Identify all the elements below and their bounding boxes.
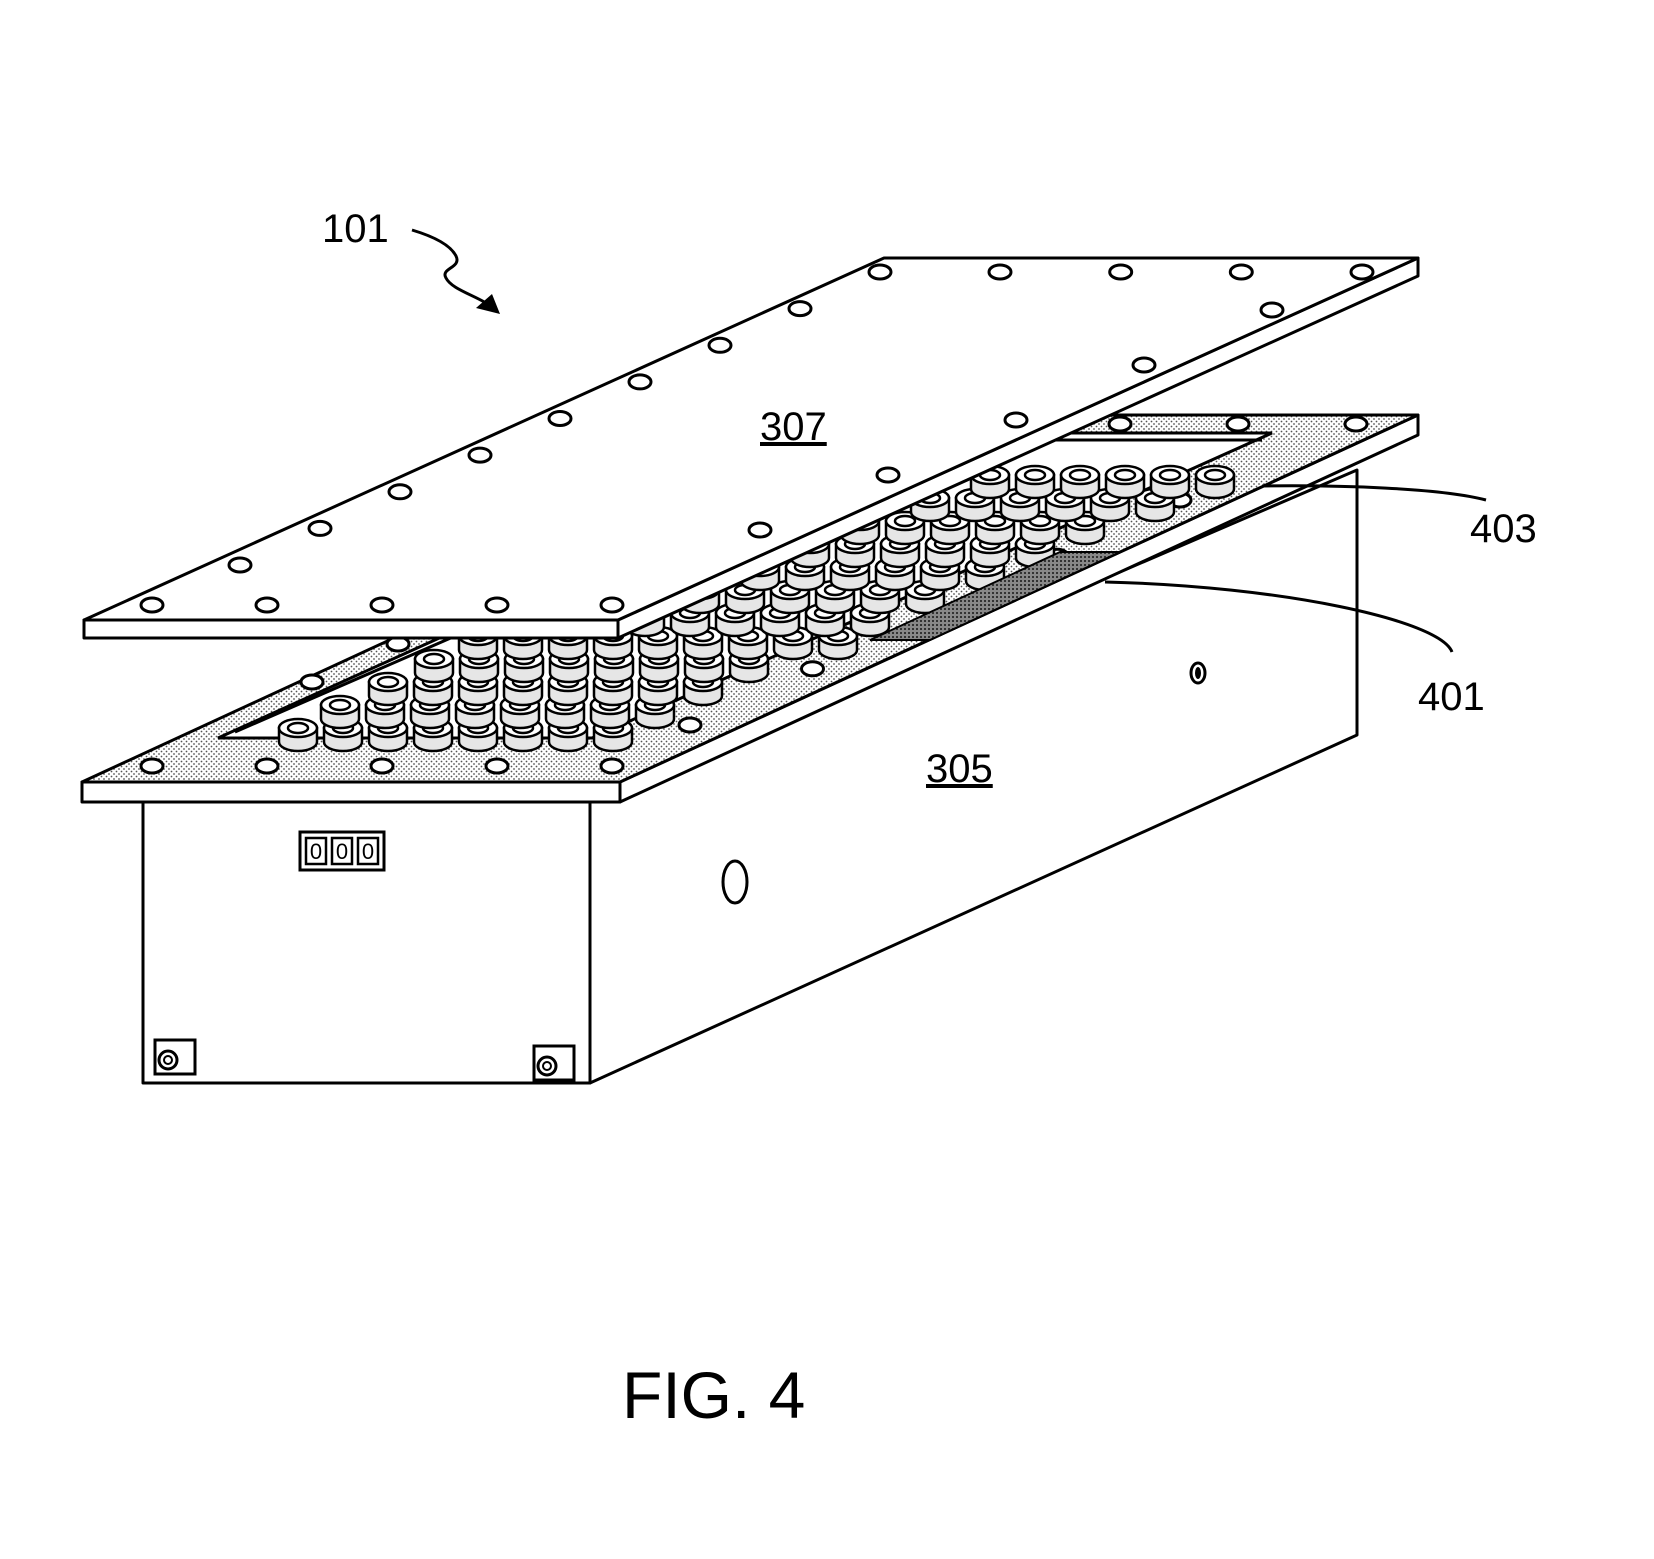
bolt-hole: [599, 757, 625, 775]
bolt-hole: [369, 757, 395, 775]
bolt-hole: [747, 521, 773, 539]
bolt-hole: [254, 596, 280, 614]
bolt-hole: [677, 716, 703, 734]
bolt-hole: [867, 263, 893, 281]
label-lid: 307: [760, 405, 827, 449]
electrical-connector: 0 0 0: [298, 830, 386, 872]
tube: [413, 648, 455, 684]
tube: [277, 717, 319, 753]
bolt-hole: [1003, 411, 1029, 429]
bolt-hole: [254, 757, 280, 775]
figure-caption: FIG. 4: [622, 1358, 805, 1432]
tube: [1194, 464, 1236, 500]
connector-pin-label: 0: [362, 839, 374, 864]
tube: [367, 671, 409, 707]
tube: [804, 602, 846, 638]
tube: [759, 602, 801, 638]
housing-box: 0 0 0: [141, 468, 1359, 1085]
tube: [1059, 464, 1101, 500]
bolt-hole: [484, 757, 510, 775]
bolt-hole: [1228, 263, 1254, 281]
bolt-hole: [387, 483, 413, 501]
bolt-hole: [599, 596, 625, 614]
bolt-hole: [227, 556, 253, 574]
bolt-hole: [787, 300, 813, 318]
bolt-hole: [1131, 356, 1157, 374]
bolt-hole: [1225, 415, 1251, 433]
bolt-hole: [1108, 263, 1134, 281]
bolt-hole: [707, 336, 733, 354]
bolt-hole: [299, 673, 325, 691]
bolt-hole: [1259, 301, 1285, 319]
leader-lines: [411, 228, 1487, 653]
fluid-fitting-left: [153, 1038, 197, 1076]
label-assembly: 101: [322, 207, 389, 251]
fluid-fitting-right: [532, 1044, 576, 1082]
bolt-hole: [875, 466, 901, 484]
bolt-hole: [1349, 263, 1375, 281]
bolt-hole: [1343, 415, 1369, 433]
bolt-hole: [467, 446, 493, 464]
bolt-hole: [484, 596, 510, 614]
tube: [682, 625, 724, 661]
membrane-strip: [869, 551, 1121, 641]
bolt-hole: [369, 596, 395, 614]
tube: [1104, 464, 1146, 500]
bolt-hole: [547, 410, 573, 427]
bolt-hole: [800, 660, 825, 678]
bolt-hole: [1107, 415, 1133, 433]
label-membrane: 401: [1418, 675, 1485, 719]
tube: [1014, 464, 1056, 500]
tube: [319, 694, 361, 730]
connector-pin-label: 0: [310, 839, 322, 864]
tube: [322, 717, 364, 753]
bolt-hole: [307, 519, 333, 537]
label-housing: 305: [926, 747, 993, 791]
connector-pin-label: 0: [336, 839, 348, 864]
tube: [1149, 464, 1191, 500]
bolt-hole: [139, 757, 165, 775]
bolt-hole: [139, 596, 165, 614]
label-gasket: 403: [1470, 507, 1537, 551]
bolt-hole: [627, 373, 653, 391]
bolt-hole: [987, 263, 1013, 281]
lid-plate: [82, 256, 1420, 640]
